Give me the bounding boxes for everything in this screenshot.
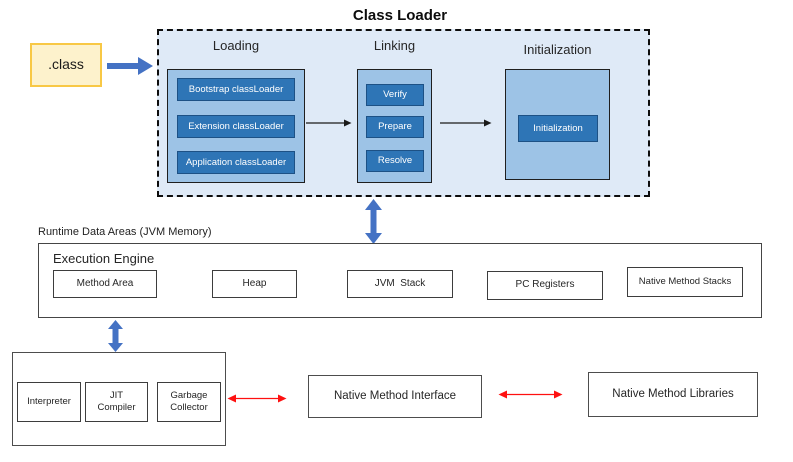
loading-section-label: Loading [212,38,260,53]
prepare-box: Prepare [366,116,424,138]
jit-compiler-box: JIT Compiler [85,382,148,422]
extension-classloader-box: Extension classLoader [177,115,295,138]
nmi-libraries-double-arrow-icon [498,390,563,399]
engine-nmi-double-arrow-icon [227,394,287,403]
execution-engine-label: Execution Engine [53,251,155,266]
native-method-libraries-box: Native Method Libraries [588,372,758,417]
class-file-box: .class [30,43,102,87]
resolve-box: Resolve [366,150,424,172]
jvm-stack-box: JVM Stack [347,270,453,298]
application-classloader-box: Application classLoader [177,151,295,174]
loading-to-linking-arrow-icon [306,119,352,127]
pc-registers-box: PC Registers [487,271,603,300]
loader-runtime-double-arrow-icon [365,199,382,244]
initialization-box: Initialization [518,115,598,142]
runtime-data-areas-caption: Runtime Data Areas (JVM Memory) [38,226,212,238]
verify-box: Verify [366,84,424,106]
linking-to-initialization-arrow-icon [440,119,492,127]
class-loader-title: Class Loader [352,7,448,24]
method-area-box: Method Area [53,270,157,298]
class-to-loader-arrow-icon [107,57,153,75]
initialization-section-label: Initialization [523,42,592,57]
bootstrap-classloader-box: Bootstrap classLoader [177,78,295,101]
native-method-interface-box: Native Method Interface [308,375,482,418]
garbage-collector-box: Garbage Collector [157,382,221,422]
linking-section-label: Linking [373,38,416,53]
heap-box: Heap [212,270,297,298]
interpreter-box: Interpreter [17,382,81,422]
runtime-engine-double-arrow-icon [108,320,123,352]
native-method-stacks-box: Native Method Stacks [627,267,743,297]
